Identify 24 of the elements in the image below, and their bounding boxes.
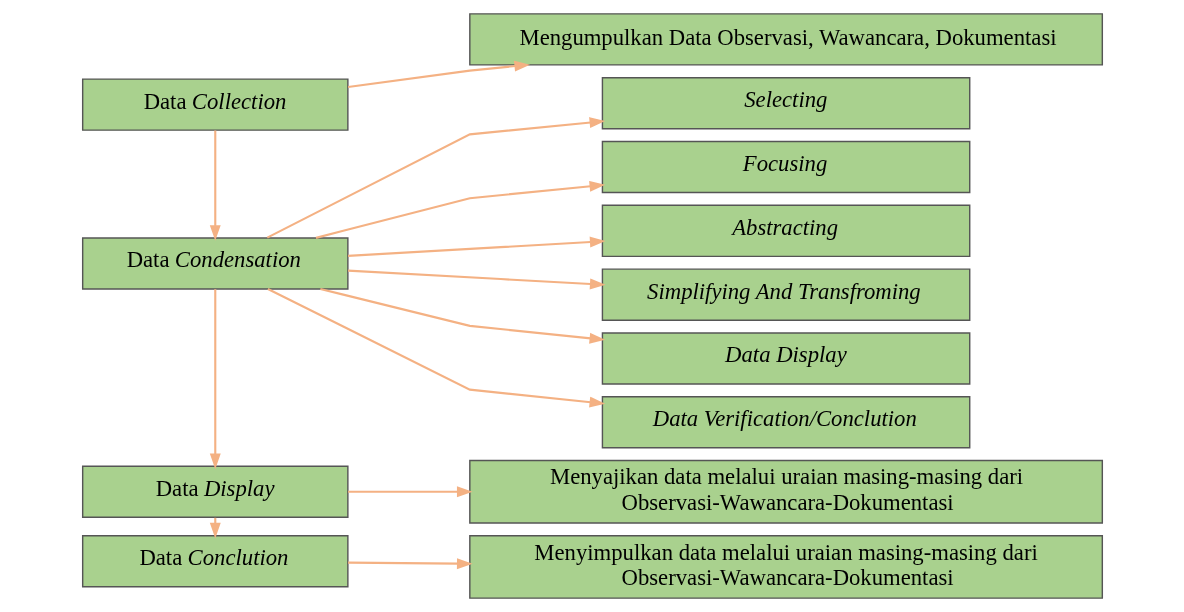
arrow bbox=[209, 130, 221, 241]
arrow bbox=[347, 236, 606, 257]
node-box: Data Collection bbox=[81, 78, 349, 131]
node-box: Menyajikan data melalui uraian masing-masing dari Observasi-Wawancara-Dokumentasi bbox=[468, 459, 1103, 524]
arrow bbox=[347, 60, 530, 88]
arrow bbox=[347, 269, 606, 290]
arrow bbox=[319, 287, 605, 344]
node-box: Mengumpulkan Data Observasi, Wawancara, Dokumentasi bbox=[468, 13, 1103, 66]
node-box: Focusing bbox=[601, 140, 970, 194]
arrow bbox=[347, 558, 473, 570]
node-box: Data Condensation bbox=[81, 237, 349, 290]
arrow bbox=[347, 486, 473, 498]
node-box: Selecting bbox=[601, 76, 970, 130]
arrow bbox=[209, 289, 221, 470]
arrow bbox=[315, 180, 605, 239]
arrow bbox=[266, 117, 605, 239]
node-box: Data Display bbox=[81, 465, 349, 518]
node-box: Data Verification/Conclution bbox=[601, 396, 970, 449]
node-box: Simplifying And Transfroming bbox=[601, 268, 970, 321]
node-box: Menyimpulkan data melalui uraian masing-masing dari Observasi-Wawancara-Dokumentasi bbox=[468, 535, 1103, 599]
node-box: Data Display bbox=[601, 332, 970, 385]
node-box: Data Conclution bbox=[81, 535, 349, 588]
arrow bbox=[266, 288, 605, 408]
node-box: Abstracting bbox=[601, 204, 970, 258]
